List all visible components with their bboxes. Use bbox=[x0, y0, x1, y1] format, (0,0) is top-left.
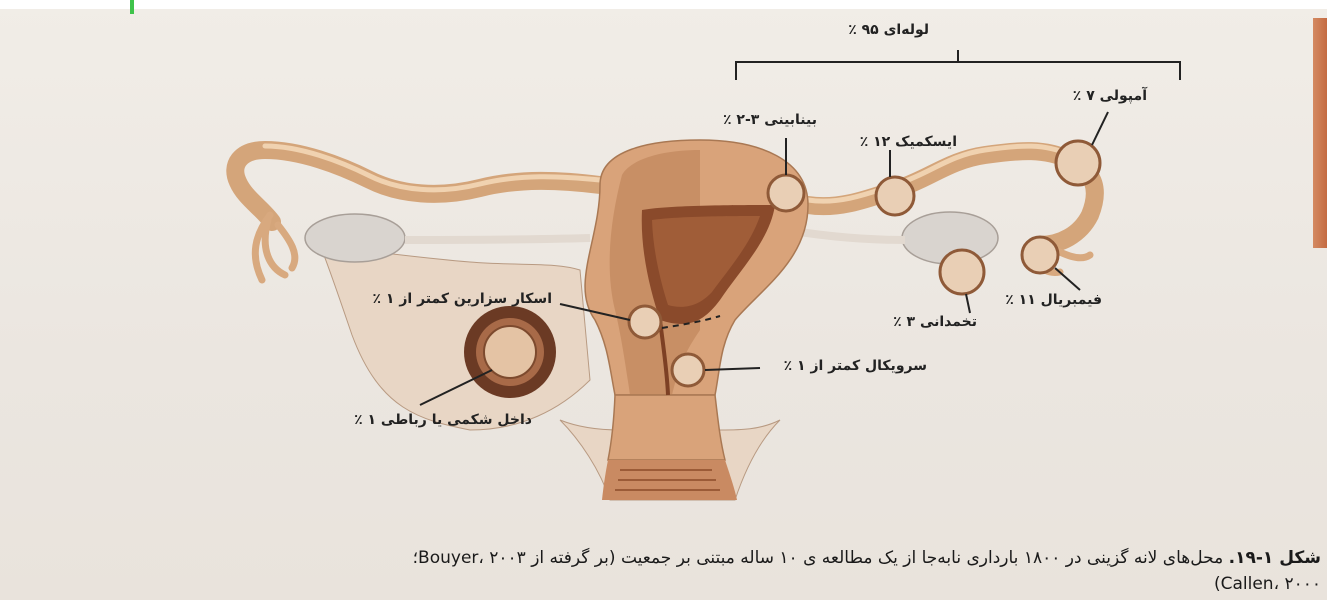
label-tubal: لوله‌ای ۹۵ ٪ bbox=[848, 22, 929, 38]
left-fimbriae bbox=[255, 215, 295, 280]
label-interstitial: بینابینی ۳-۲ ٪ bbox=[723, 112, 817, 128]
label-cesarean-scar: اسکار سزارین کمتر از ۱ ٪ bbox=[373, 291, 553, 307]
sac-isthmic bbox=[876, 177, 914, 215]
label-ampullary: آمپولی ۷ ٪ bbox=[1073, 88, 1147, 104]
caption-text: محل‌های لانه گزینی در ۱۸۰۰ بارداری نابه‌… bbox=[413, 548, 1224, 568]
cervix bbox=[608, 395, 725, 460]
sac-interstitial bbox=[768, 175, 804, 211]
label-fimbrial: فیمبریال ۱۱ ٪ bbox=[1005, 292, 1102, 308]
sac-ampullary bbox=[1056, 141, 1100, 185]
left-ovarian-ligament bbox=[405, 238, 590, 240]
sac-cervical bbox=[672, 354, 704, 386]
label-abdominal: داخل شکمی یا رباطی ۱ ٪ bbox=[354, 412, 532, 428]
label-isthmic: ایسکمیک ۱۲ ٪ bbox=[860, 134, 957, 150]
left-ovary bbox=[305, 214, 405, 262]
figure-caption-line1: شکل ۱-۱۹. محل‌های لانه گزینی در ۱۸۰۰ بار… bbox=[413, 548, 1321, 568]
label-cervical: سرویکال کمتر از ۱ ٪ bbox=[784, 358, 927, 374]
label-ovarian: تخمدانی ۳ ٪ bbox=[893, 314, 977, 330]
sac-fimbrial bbox=[1022, 237, 1058, 273]
sac-ovarian bbox=[940, 250, 984, 294]
figure-caption-line2: Callen، ۲۰۰۰) bbox=[1214, 574, 1321, 594]
caption-figure-number: شکل ۱-۱۹. bbox=[1229, 548, 1321, 568]
left-tube bbox=[235, 150, 600, 222]
sac-cesarean-scar bbox=[629, 306, 661, 338]
tubal-bracket bbox=[736, 62, 1180, 80]
